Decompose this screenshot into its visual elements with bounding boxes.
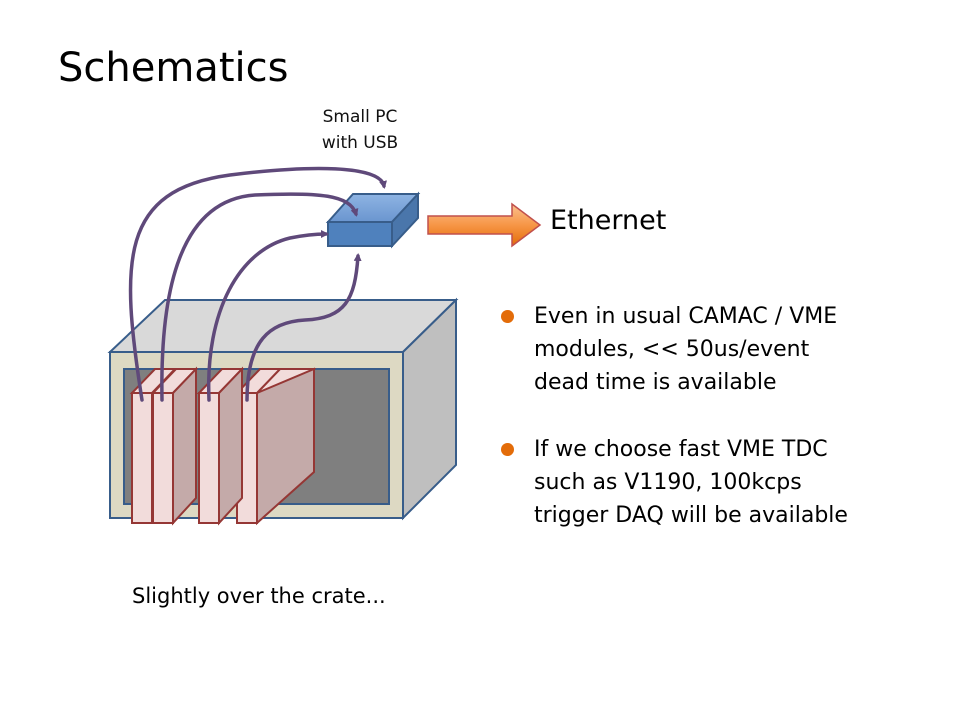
bullet-line: trigger DAQ will be available [534, 503, 848, 528]
bullet-item: If we choose fast VME TDC such as V1190,… [498, 433, 918, 532]
ethernet-label: Ethernet [550, 205, 667, 236]
cable-4 [245, 253, 362, 402]
module-3 [196, 366, 245, 526]
cable-2 [160, 192, 359, 402]
ethernet-arrow [427, 202, 542, 248]
pc-label-line2: with USB [321, 133, 399, 153]
bullet-item: Even in usual CAMAC / VME modules, << 50… [498, 300, 918, 399]
cable-3 [206, 230, 329, 402]
pc-front-face [327, 221, 393, 247]
small-pc-label: Small PC with USB [300, 104, 420, 156]
small-pc-box [325, 191, 421, 249]
bullet-line: modules, << 50us/event [534, 337, 810, 362]
cable-1 [128, 166, 387, 402]
bullet-line: dead time is available [534, 370, 777, 395]
slide-title: Schematics [58, 45, 289, 91]
usb-cables [128, 166, 387, 402]
bullet-dot-icon [501, 443, 514, 456]
pc-label-line1: Small PC [322, 107, 398, 127]
module-1 [129, 368, 178, 524]
bullet-line: such as V1190, 100kcps [534, 470, 802, 495]
bullet-dot-icon [501, 310, 514, 323]
module-2 [150, 366, 199, 526]
bullet-line: Even in usual CAMAC / VME [534, 304, 838, 329]
bullet-list: Even in usual CAMAC / VME modules, << 50… [498, 300, 918, 532]
crate-caption: Slightly over the crate... [132, 584, 386, 608]
bullet-line: If we choose fast VME TDC [534, 437, 828, 462]
